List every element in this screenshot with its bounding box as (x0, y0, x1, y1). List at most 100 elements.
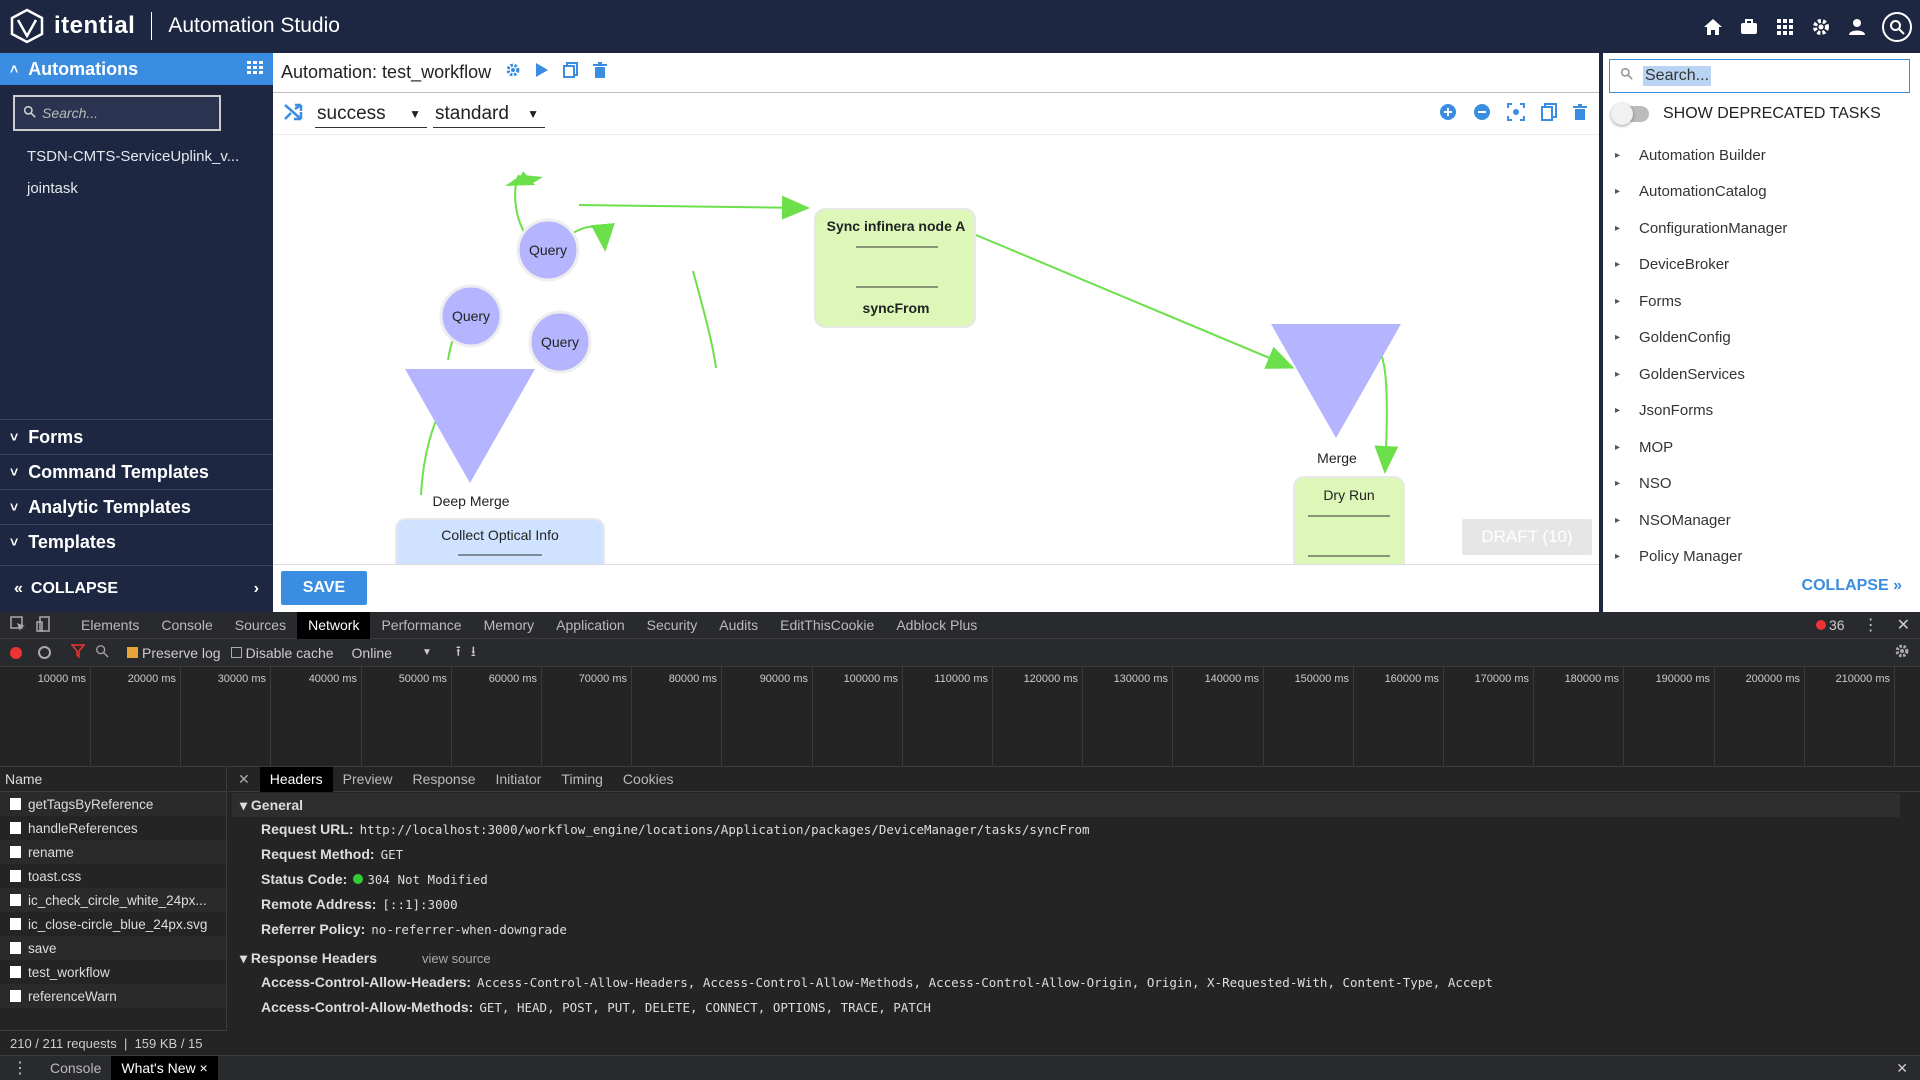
task-category-item[interactable]: ▸Forms (1603, 283, 1920, 320)
automation-item[interactable]: TSDN-CMTS-ServiceUplink_v... (27, 148, 240, 165)
briefcase-icon[interactable] (1738, 16, 1760, 38)
settings-icon[interactable] (1894, 643, 1920, 662)
devtools-tab[interactable]: Application (556, 616, 625, 633)
detail-tab[interactable]: Preview (342, 770, 393, 787)
edge[interactable] (692, 270, 717, 369)
close-tab-icon[interactable]: × (195, 1060, 208, 1076)
task-category-item[interactable]: ▸ConfigurationManager (1603, 210, 1920, 247)
drawer-menu-icon[interactable]: ⋮ (12, 1060, 28, 1077)
request-row[interactable]: getTagsByReference (0, 792, 226, 816)
drawer-tab[interactable]: Console (40, 1056, 111, 1080)
delete-icon[interactable] (1573, 103, 1587, 125)
command-templates-section[interactable]: ˅Command Templates (0, 454, 273, 489)
task-search-input[interactable]: Search... (1609, 59, 1910, 93)
play-icon[interactable] (535, 62, 549, 83)
automations-header[interactable]: ˄Automations (0, 53, 273, 85)
throttle-select[interactable]: Online▼ (352, 645, 432, 661)
collect-node[interactable] (395, 518, 605, 564)
task-category-item[interactable]: ▸AutomationCatalog (1603, 174, 1920, 211)
devtools-tab[interactable]: Elements (81, 616, 140, 633)
name-column-header[interactable]: Name (0, 767, 226, 792)
export-har-icon[interactable]: ⭳ (470, 642, 476, 659)
left-collapse-button[interactable]: «COLLAPSE › (0, 565, 273, 612)
edge[interactable] (578, 195, 810, 220)
detail-tab[interactable]: Cookies (622, 770, 674, 787)
task-category-item[interactable]: ▸Automation Builder (1603, 137, 1920, 174)
error-count[interactable]: 36 (1816, 617, 1845, 633)
workflow-graph[interactable]: Query Query Query Sync infinera node A s… (273, 135, 1599, 564)
detail-tab[interactable]: Headers (259, 766, 333, 792)
duplicate-icon[interactable] (1541, 102, 1557, 126)
task-category-item[interactable]: ▸GoldenConfig (1603, 320, 1920, 357)
devtools-tab[interactable]: Audits (719, 616, 759, 633)
templates-section[interactable]: ˅Templates (0, 524, 273, 559)
detail-tab[interactable]: Initiator (495, 770, 542, 787)
device-toggle-icon[interactable] (32, 615, 70, 635)
task-category-item[interactable]: ▸NSO (1603, 466, 1920, 503)
edge[interactable] (975, 234, 1295, 369)
general-section-header[interactable]: ▾ General (232, 793, 1900, 817)
devtools-tab[interactable]: EditThisCookie (780, 616, 875, 633)
brand[interactable]: itential Automation Studio (10, 8, 340, 44)
devtools-tab[interactable]: Performance (381, 616, 462, 633)
close-drawer-icon[interactable]: ✕ (1896, 1059, 1908, 1076)
request-row[interactable]: referenceWarn (0, 984, 226, 1008)
request-row[interactable]: save (0, 936, 226, 960)
disable-cache-checkbox[interactable]: Disable cache (230, 645, 334, 661)
task-category-item[interactable]: ▸DeviceBroker (1603, 247, 1920, 284)
dry-run-node[interactable] (1293, 476, 1405, 564)
home-icon[interactable] (1702, 16, 1724, 38)
right-collapse-button[interactable]: COLLAPSE » (1802, 577, 1902, 595)
search-icon[interactable] (95, 644, 109, 661)
edge[interactable] (505, 175, 535, 186)
devtools-tab[interactable]: Console (161, 616, 213, 633)
devtools-tab[interactable]: Adblock Plus (896, 616, 978, 633)
devtools-tab[interactable]: Security (646, 616, 698, 633)
panel-divider[interactable] (1599, 53, 1603, 612)
apps-grid-icon[interactable] (1774, 16, 1796, 38)
close-icon[interactable]: ✕ (1896, 617, 1910, 634)
deprecated-toggle[interactable] (1611, 103, 1649, 125)
merge-node[interactable] (1271, 324, 1401, 438)
task-category-item[interactable]: ▸GoldenServices (1603, 356, 1920, 393)
workflow-canvas[interactable]: Query Query Query Sync infinera node A s… (273, 134, 1599, 564)
zoom-in-icon[interactable] (1439, 103, 1457, 126)
grid-view-icon[interactable] (247, 59, 263, 80)
save-button[interactable]: SAVE (281, 571, 367, 605)
analytic-templates-section[interactable]: ˅Analytic Templates (0, 489, 273, 524)
edge[interactable] (521, 171, 535, 185)
copy-icon[interactable] (563, 62, 579, 83)
gear-icon[interactable] (1810, 16, 1832, 38)
more-options-icon[interactable]: ⋮ (1862, 617, 1879, 634)
automation-item[interactable]: jointask (27, 180, 78, 197)
automation-search-input[interactable]: Search... (13, 95, 221, 131)
devtools-tab[interactable]: Network (297, 611, 371, 639)
task-category-item[interactable]: ▸MOP (1603, 429, 1920, 466)
type-select[interactable]: standard▼ (433, 100, 545, 128)
devtools-tab[interactable]: Sources (234, 616, 287, 633)
request-row[interactable]: test_workflow (0, 960, 226, 984)
user-icon[interactable] (1846, 16, 1868, 38)
preserve-log-checkbox[interactable]: Preserve log (127, 645, 221, 661)
inspect-icon[interactable] (0, 615, 32, 635)
import-har-icon[interactable]: ⭱ (455, 642, 461, 659)
deep-merge-node[interactable] (405, 369, 535, 483)
forms-section[interactable]: ˅Forms (0, 419, 273, 454)
close-detail-icon[interactable]: ✕ (238, 770, 250, 787)
task-category-item[interactable]: ▸JsonForms (1603, 393, 1920, 430)
shuffle-icon[interactable] (283, 101, 305, 128)
drawer-tab[interactable]: What's New × (111, 1056, 218, 1080)
view-source-link[interactable]: view source (421, 951, 491, 966)
filter-icon[interactable] (70, 644, 86, 661)
transition-select[interactable]: success▼ (315, 100, 427, 128)
devtools-tab[interactable]: Memory (483, 616, 535, 633)
query-node[interactable] (516, 218, 580, 282)
fit-screen-icon[interactable] (1507, 102, 1525, 126)
search-icon[interactable] (1882, 12, 1912, 42)
query-node[interactable] (439, 284, 503, 348)
request-row[interactable]: ic_close-circle_blue_24px.svg (0, 912, 226, 936)
detail-tab[interactable]: Timing (561, 770, 603, 787)
record-icon[interactable] (10, 646, 22, 659)
